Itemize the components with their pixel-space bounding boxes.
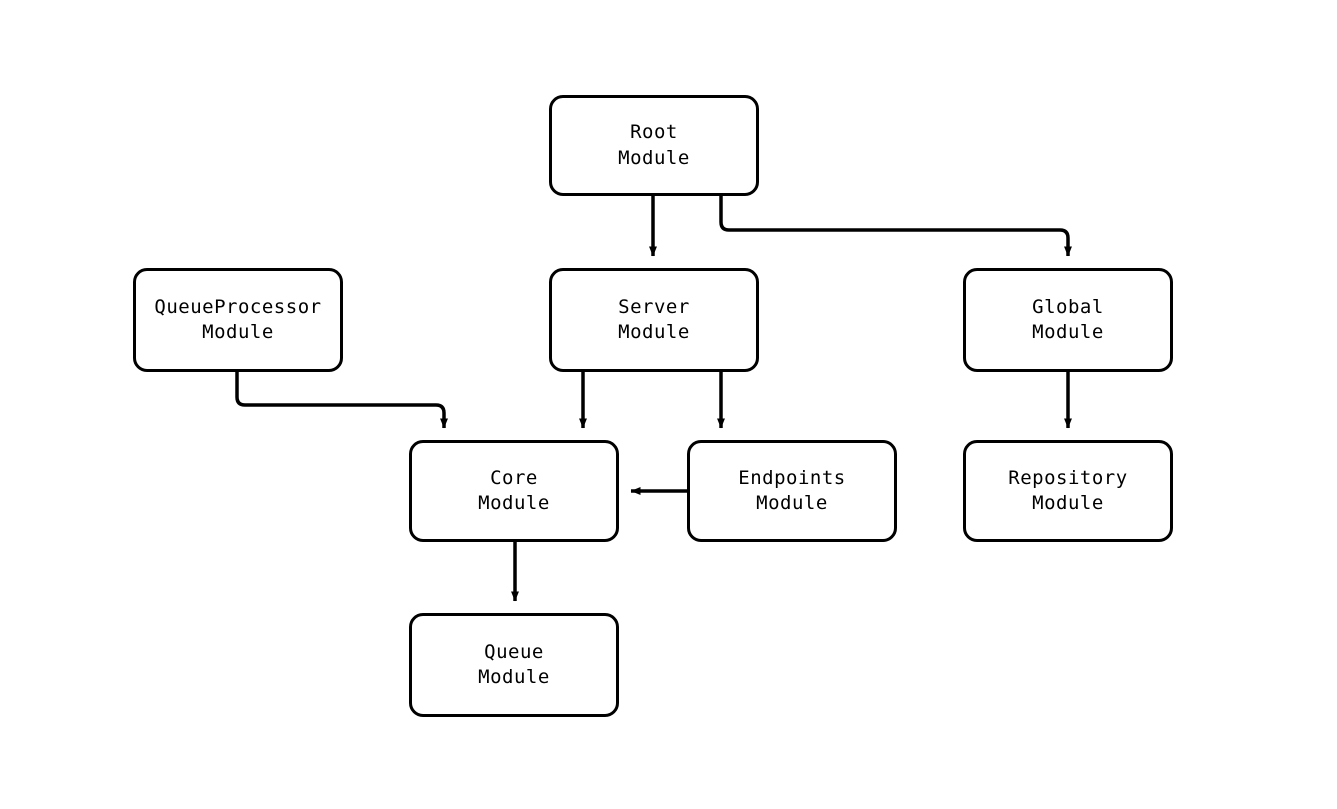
node-queue-module-label: Queue Module bbox=[478, 640, 550, 688]
node-queueprocessor-module-label: QueueProcessor Module bbox=[154, 295, 322, 343]
edge-root-to-global bbox=[719, 196, 1072, 257]
node-core-module-label: Core Module bbox=[478, 466, 550, 514]
node-endpoints-module[interactable]: Endpoints Module bbox=[687, 440, 897, 542]
node-queue-module[interactable]: Queue Module bbox=[409, 613, 619, 717]
node-root-module[interactable]: Root Module bbox=[549, 95, 759, 196]
node-core-module[interactable]: Core Module bbox=[409, 440, 619, 542]
node-server-module-label: Server Module bbox=[618, 295, 690, 343]
node-server-module[interactable]: Server Module bbox=[549, 268, 759, 372]
node-repository-module-label: Repository Module bbox=[1008, 466, 1128, 514]
edge-queueprocessor-to-core bbox=[235, 372, 448, 429]
node-queueprocessor-module[interactable]: QueueProcessor Module bbox=[133, 268, 343, 372]
node-repository-module[interactable]: Repository Module bbox=[963, 440, 1173, 542]
node-root-module-label: Root Module bbox=[618, 121, 690, 169]
node-global-module-label: Global Module bbox=[1032, 295, 1104, 343]
node-endpoints-module-label: Endpoints Module bbox=[738, 466, 846, 514]
node-global-module[interactable]: Global Module bbox=[963, 268, 1173, 372]
